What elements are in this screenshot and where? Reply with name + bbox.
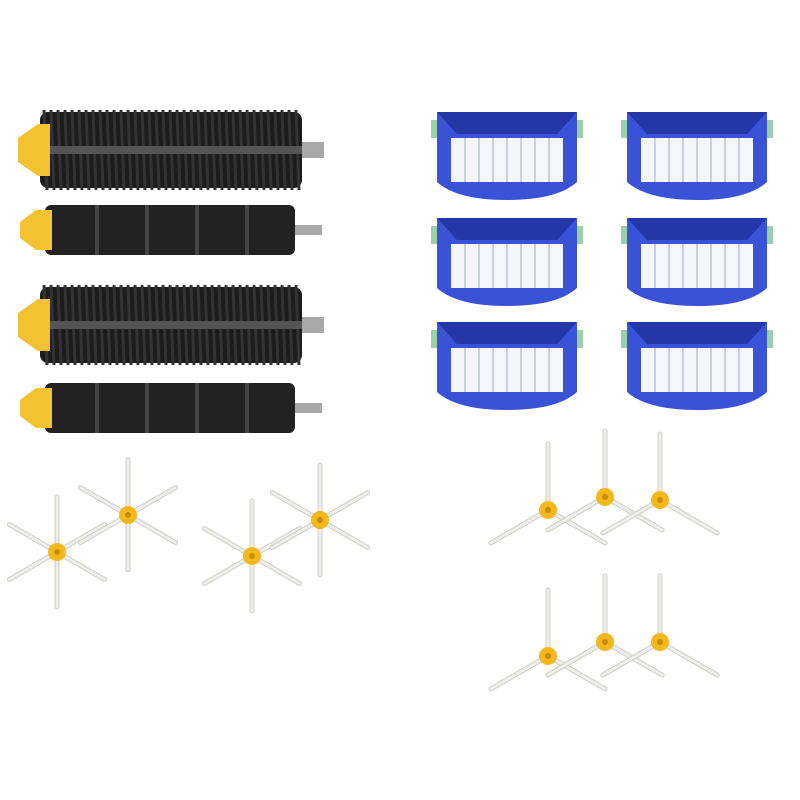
filter xyxy=(621,218,773,306)
filter-clip xyxy=(575,120,583,138)
filter-clip xyxy=(621,330,629,348)
flap-body xyxy=(45,205,295,255)
main-brushes-group xyxy=(18,109,324,433)
brush-arm-highlight xyxy=(55,523,107,554)
filter-clip xyxy=(765,226,773,244)
filter-clip xyxy=(431,330,439,348)
three-arm-side-brush xyxy=(488,441,608,546)
hub-screw xyxy=(545,653,551,659)
flap-segment xyxy=(145,383,149,433)
end-cap xyxy=(20,388,52,428)
brush-arm-highlight xyxy=(546,654,607,691)
brush-axle xyxy=(290,225,322,235)
hub-screw xyxy=(657,497,663,503)
three-arm-side-brush xyxy=(488,587,608,692)
three-arm-side-brush xyxy=(545,573,665,678)
brush-arm-highlight xyxy=(202,527,254,558)
flap-segment xyxy=(195,205,199,255)
brush-arm-highlight xyxy=(126,513,178,544)
brush-arm-highlight xyxy=(250,554,302,585)
bristle-brush xyxy=(18,109,324,191)
brush-arm-highlight xyxy=(318,518,370,549)
hub-screw xyxy=(317,517,323,523)
brush-arm-highlight xyxy=(546,508,607,545)
brush-axle xyxy=(300,142,324,158)
filter-clip xyxy=(621,226,629,244)
flap-segment xyxy=(95,383,99,433)
three-arm-side-brush xyxy=(600,431,720,536)
hub-screw xyxy=(249,553,255,559)
six-arm-side-brushes-group xyxy=(6,457,371,614)
hub-screw xyxy=(125,512,131,518)
brush-arm-highlight xyxy=(202,554,254,585)
brush-arm-highlight xyxy=(601,498,662,535)
filter-clip xyxy=(431,226,439,244)
brush-arm-highlight xyxy=(658,640,719,677)
filter-top xyxy=(627,322,767,344)
filter-clip xyxy=(575,226,583,244)
filter xyxy=(431,112,583,200)
flap-segment xyxy=(145,205,149,255)
filter xyxy=(431,322,583,410)
brush-arm-highlight xyxy=(7,550,59,581)
flap-segment xyxy=(195,383,199,433)
flap-segment xyxy=(245,383,249,433)
filter-top xyxy=(437,112,577,134)
brush-arm-highlight xyxy=(546,495,607,532)
flap-segment xyxy=(95,205,99,255)
hub-screw xyxy=(602,494,608,500)
hub-screw xyxy=(54,549,60,555)
brush-arm-highlight xyxy=(270,518,322,549)
hub-screw xyxy=(657,639,663,645)
filter-top xyxy=(437,322,577,344)
six-arm-side-brush xyxy=(77,457,179,573)
flap-segment xyxy=(245,205,249,255)
three-arm-side-brush xyxy=(600,573,720,678)
three-arm-side-brushes-group xyxy=(488,428,720,692)
brush-arm-highlight xyxy=(126,486,178,517)
brush-arm-highlight xyxy=(7,523,59,554)
brush-arm-highlight xyxy=(318,491,370,522)
hub-screw xyxy=(545,507,551,513)
brush-arm-highlight xyxy=(250,527,302,558)
filter xyxy=(621,112,773,200)
filter-clip xyxy=(765,120,773,138)
filter xyxy=(431,218,583,306)
brush-arm-highlight xyxy=(270,491,322,522)
filter-top xyxy=(627,218,767,240)
filter-clip xyxy=(621,120,629,138)
brush-core xyxy=(40,146,302,154)
brush-arm-highlight xyxy=(78,513,130,544)
end-cap xyxy=(18,124,50,176)
brush-core xyxy=(40,321,302,329)
brush-arm-highlight xyxy=(55,550,107,581)
filter-clip xyxy=(765,330,773,348)
filter-clip xyxy=(431,120,439,138)
brush-arm-highlight xyxy=(546,640,607,677)
brush-arm-highlight xyxy=(658,498,719,535)
filter-top xyxy=(627,112,767,134)
filters-group xyxy=(431,112,773,410)
flap-brush xyxy=(20,205,322,255)
filter xyxy=(621,322,773,410)
brush-arm-highlight xyxy=(489,654,550,691)
bristle-brush xyxy=(18,284,324,366)
six-arm-side-brush xyxy=(269,462,371,578)
brush-axle xyxy=(300,317,324,333)
flap-body xyxy=(45,383,295,433)
brush-arm-highlight xyxy=(489,508,550,545)
hub-screw xyxy=(602,639,608,645)
six-arm-side-brush xyxy=(201,498,303,614)
end-cap xyxy=(20,210,52,250)
brush-axle xyxy=(290,403,322,413)
filter-clip xyxy=(575,330,583,348)
six-arm-side-brush xyxy=(6,494,108,610)
end-cap xyxy=(18,299,50,351)
flap-brush xyxy=(20,383,322,433)
filter-top xyxy=(437,218,577,240)
brush-arm-highlight xyxy=(601,640,662,677)
brush-arm-highlight xyxy=(78,486,130,517)
